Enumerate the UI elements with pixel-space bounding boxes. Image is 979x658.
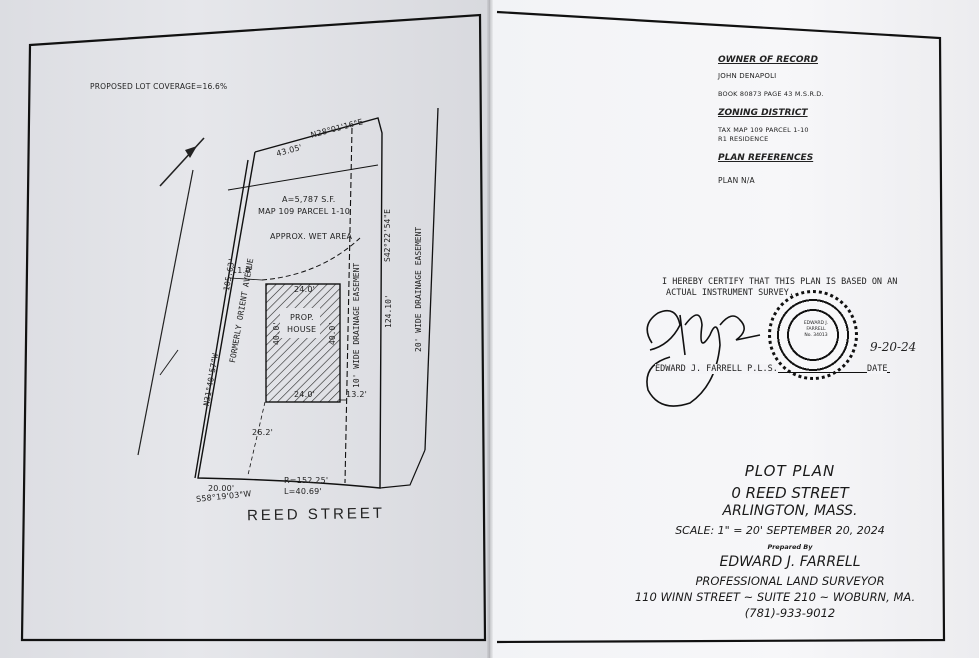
zoning-heading: ZONING DISTRICT (718, 108, 808, 118)
prop-house-label: PROP. (290, 313, 314, 322)
right-sheet (490, 0, 979, 658)
signature (646, 309, 761, 407)
date-label: DATE (867, 364, 888, 374)
zoning-line-1: TAX MAP 109 PARCEL 1-10 (718, 126, 809, 134)
west-line-lower (194, 159, 249, 479)
surveyor-phone: (781)-933-9012 (744, 606, 836, 620)
right-border (496, 10, 946, 644)
dim-13: 13.2' (346, 390, 368, 399)
dim-26-line (247, 401, 266, 476)
street-line-outer (137, 169, 194, 456)
cert-line-2: ACTUAL INSTRUMENT SURVEY. (666, 288, 794, 298)
dim-11-line (229, 277, 263, 281)
parcel-area: A=5,787 S.F. (282, 195, 336, 204)
signer-name: EDWARD J. FARRELL P.L.S. (655, 364, 778, 374)
dim-24-top: 24.0' (294, 285, 316, 294)
owner-book: BOOK 80873 PAGE 43 M.S.R.D. (718, 90, 824, 98)
plan-city: ARLINGTON, MASS. (722, 503, 858, 519)
easement-20-label: 20' WIDE DRAINAGE EASEMENT (414, 226, 423, 352)
dim-11: 11.0' (232, 266, 254, 275)
prepared-by: Prepared By (767, 543, 813, 551)
cert-line-1: I HEREBY CERTIFY THAT THIS PLAN IS BASED… (662, 277, 898, 287)
curve-length: L=40.69' (284, 487, 322, 496)
dim-26: 26.2' (252, 428, 274, 437)
plan-title: PLOT PLAN (744, 462, 836, 480)
dim-40-left: 40.0' (272, 320, 281, 345)
surveyor-seal: EDWARD J. FARRELL No. 34013 (768, 290, 858, 380)
plan-references-heading: PLAN REFERENCES (718, 153, 814, 163)
left-sheet (0, 0, 490, 658)
zoning-line-2: R1 RESIDENCE (718, 135, 769, 143)
easement-10-label: 10' WIDE DRAINAGE EASEMENT (352, 262, 361, 388)
page-fold (487, 0, 493, 658)
dim-124: 124.10' (384, 294, 393, 328)
wet-area-line (261, 237, 361, 281)
street-line-mid (159, 349, 179, 376)
owner-heading: OWNER OF RECORD (718, 55, 818, 65)
seal-line-3: No. 34013 (804, 333, 828, 338)
handwritten-date: 9-20-24 (870, 340, 917, 354)
east-bearing: S42°22'54"E (383, 209, 392, 262)
lot-coverage: PROPOSED LOT COVERAGE=16.6% (90, 82, 228, 91)
owner-name: JOHN DENAPOLI (718, 72, 777, 80)
prop-house-label-2: HOUSE (287, 325, 317, 334)
parcel-inner-top (227, 164, 379, 191)
dim-24-bottom: 24.0' (294, 390, 316, 399)
surveyor-address: 110 WINN STREET ~ SUITE 210 ~ WOBURN, MA… (634, 590, 916, 604)
north-arrow-head (185, 146, 197, 158)
left-border (20, 13, 487, 642)
proposed-house-label-bg (280, 308, 320, 338)
plan-scale-date: SCALE: 1" = 20' SEPTEMBER 20, 2024 (675, 524, 885, 537)
wet-area-label: APPROX. WET AREA (270, 232, 353, 241)
seal-line-2: FARRELL (806, 327, 826, 332)
easement-20-bottom (379, 449, 426, 489)
seal-line-1: EDWARD J. (803, 321, 829, 326)
parcel-boundary (197, 117, 383, 489)
dim-40-right: 40.0' (328, 320, 337, 345)
parcel-map: MAP 109 PARCEL 1-10 (258, 207, 351, 216)
proposed-house (265, 283, 341, 403)
easement-10-line (344, 127, 353, 484)
easement-20-line (424, 107, 439, 451)
surveyor-name: EDWARD J. FARRELL (719, 554, 861, 570)
dim-20: 20.00' (208, 484, 235, 493)
surveyor-profession: PROFESSIONAL LAND SURVEYOR (695, 574, 885, 588)
plan-references-value: PLAN N/A (718, 176, 755, 185)
plan-address: 0 REED STREET (731, 484, 849, 502)
curve-radius: R=152.25' (284, 476, 329, 485)
north-arrow-shaft (159, 137, 205, 187)
reed-street-label: REED STREET (246, 504, 386, 525)
